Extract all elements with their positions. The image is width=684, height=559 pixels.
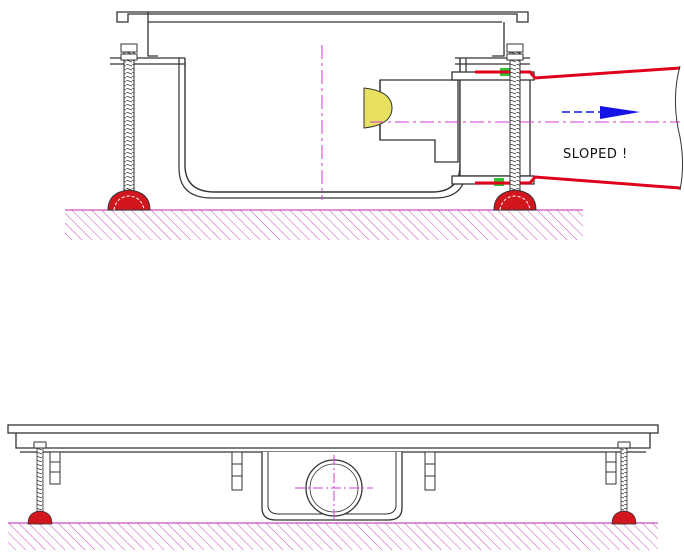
trap-seal [363, 87, 393, 129]
side-section-view: SLOPED ! [65, 11, 684, 240]
mounting-flange [110, 57, 530, 65]
channel-cover [7, 424, 659, 453]
front-left-leveling-foot [27, 441, 53, 525]
front-view [7, 424, 659, 550]
floor-slab-top [65, 210, 583, 240]
left-leveling-foot [107, 43, 151, 211]
arrow-right-icon [562, 106, 640, 119]
odour-trap [379, 79, 459, 163]
outlet-coupling [451, 71, 535, 185]
floor-slab-bottom [8, 523, 658, 550]
grating-frame [116, 11, 529, 57]
right-leveling-foot [493, 43, 537, 211]
sloped-annotation: SLOPED ! [563, 147, 628, 162]
outlet-pipe [475, 66, 681, 190]
mounting-lugs [49, 451, 617, 491]
pipe-break-line [674, 65, 684, 191]
front-right-leveling-foot [611, 441, 637, 525]
